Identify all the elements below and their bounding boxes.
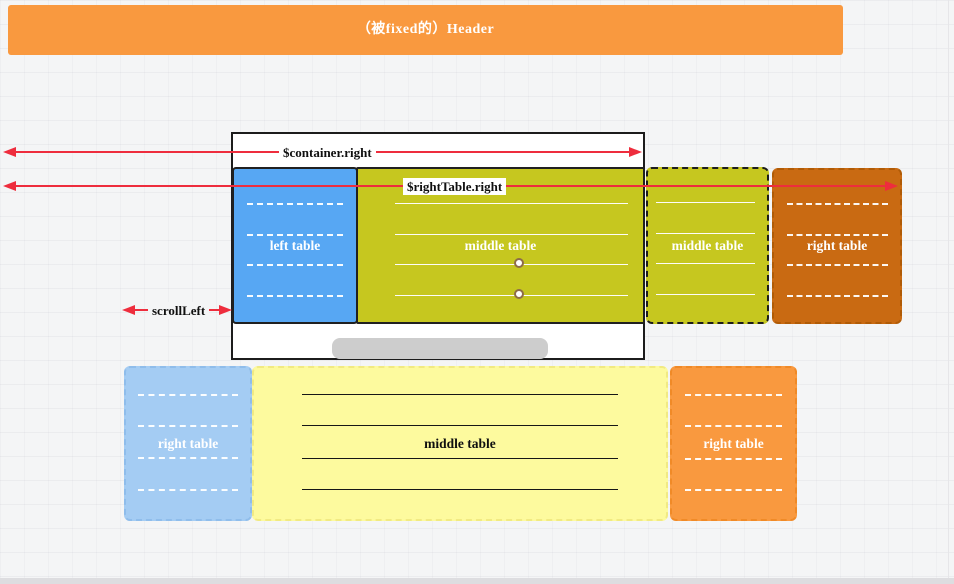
row-line <box>247 234 343 236</box>
fixed-header-label: （被fixed的）Header <box>356 22 495 37</box>
row-line <box>395 295 628 296</box>
right-table-bottom-left: right table <box>124 366 252 521</box>
right-table-right-label: $rightTable.right <box>403 178 507 195</box>
row-line <box>787 264 888 266</box>
canvas-bottom-edge <box>0 578 954 584</box>
arrow-head-right-icon <box>885 181 898 191</box>
row-line <box>685 394 782 396</box>
scrollbar-thumb[interactable] <box>332 338 548 359</box>
row-line <box>247 295 343 297</box>
arrow-head-left-icon <box>122 305 135 315</box>
arrow-head-right-icon <box>219 305 232 315</box>
connector-handle[interactable] <box>514 289 524 299</box>
right-table-top: right table <box>772 168 902 324</box>
row-line <box>302 394 618 395</box>
row-line <box>302 458 618 459</box>
row-line <box>685 489 782 491</box>
right-table-bottom-left-label: right table <box>157 436 219 451</box>
row-line <box>656 233 755 234</box>
arrow-head-left-icon <box>3 181 16 191</box>
connector-handle[interactable] <box>514 258 524 268</box>
canvas-right-edge <box>948 0 949 584</box>
row-line <box>138 425 238 427</box>
row-line <box>787 295 888 297</box>
middle-table-bottom: middle table <box>252 366 668 521</box>
middle-table-overflow-label: middle table <box>671 238 744 253</box>
left-table: left table <box>232 167 358 324</box>
middle-table-label: middle table <box>464 238 537 253</box>
arrow-head-right-icon <box>629 147 642 157</box>
middle-table-overflow: middle table <box>646 167 769 324</box>
row-line <box>787 203 888 205</box>
container-right-label: $container.right <box>279 144 376 161</box>
row-line <box>138 457 238 459</box>
row-line <box>302 489 618 490</box>
middle-table-bottom-label: middle table <box>424 436 496 451</box>
row-line <box>656 263 755 264</box>
row-line <box>656 294 755 295</box>
right-table-top-label: right table <box>806 238 868 253</box>
scroll-left-label: scrollLeft <box>148 302 210 319</box>
right-table-bottom-right-label: right table <box>703 436 764 451</box>
row-line <box>247 264 343 266</box>
right-table-bottom-right: right table <box>670 366 797 521</box>
row-line <box>685 458 782 460</box>
row-line <box>395 264 628 265</box>
left-table-label: left table <box>269 238 321 253</box>
row-line <box>787 234 888 236</box>
row-line <box>302 425 618 426</box>
row-line <box>656 202 755 203</box>
row-line <box>395 203 628 204</box>
row-line <box>395 234 628 235</box>
arrow-head-left-icon <box>3 147 16 157</box>
fixed-header-bar: （被fixed的）Header <box>8 5 843 55</box>
row-line <box>138 489 238 491</box>
row-line <box>138 394 238 396</box>
row-line <box>247 203 343 205</box>
row-line <box>685 425 782 427</box>
